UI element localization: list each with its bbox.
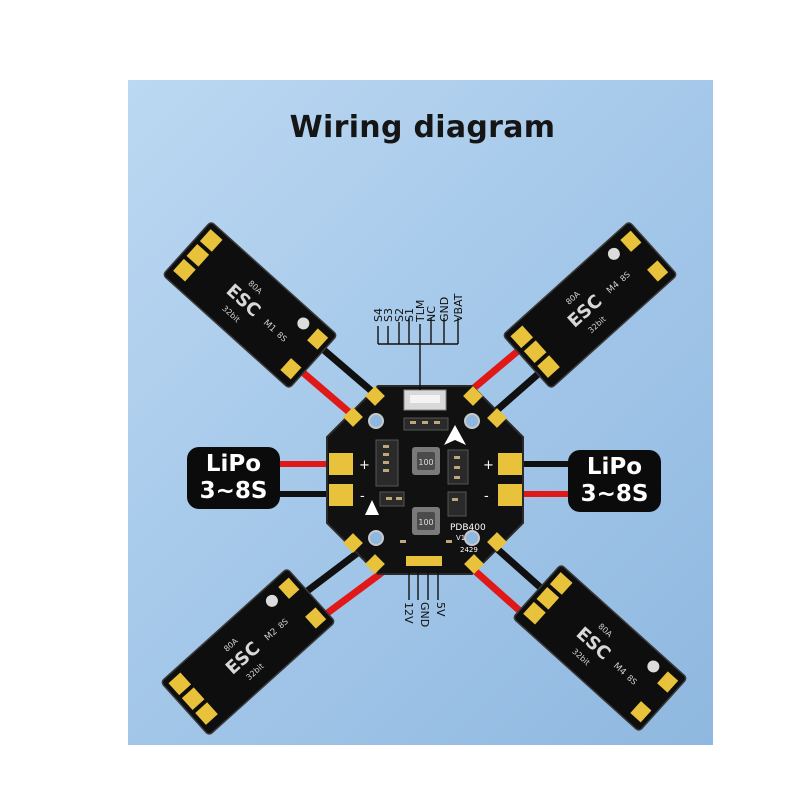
motor-pad — [549, 572, 573, 595]
motor-pad — [537, 355, 560, 378]
lipo-battery-right: LiPo 3~8S — [568, 450, 661, 512]
pad-sign-plus: + — [359, 458, 370, 473]
motor-pad — [523, 601, 546, 625]
bottom-pin-lines — [408, 566, 439, 600]
svg-text:100: 100 — [418, 518, 433, 527]
top-pin-lines — [377, 318, 459, 390]
battery-pad-right-minus — [498, 484, 522, 506]
bottom-pads — [406, 556, 442, 566]
motor-pad — [195, 702, 218, 725]
battery-pad-left-minus — [329, 484, 353, 506]
motor-pad — [181, 687, 205, 710]
motor-pad — [523, 340, 547, 363]
mount-hole — [368, 413, 384, 429]
pad-sign-plus: + — [483, 458, 494, 473]
motor-pad — [186, 244, 210, 267]
board-model: PDB400 — [450, 523, 486, 533]
battery-pad-left-plus — [329, 453, 353, 475]
motor-pad — [510, 325, 534, 349]
arrow-logo — [444, 425, 466, 445]
board-version: V1 — [456, 534, 465, 542]
mount-hole — [464, 413, 480, 429]
motor-pad — [173, 258, 196, 282]
bottom-pin-label: 5V — [434, 602, 447, 617]
page-title: Wiring diagram — [289, 110, 556, 145]
lipo-battery-left: LiPo 3~8S — [187, 447, 280, 509]
top-pin-label: S1 — [403, 308, 416, 322]
bottom-pin-label: 12V — [402, 602, 415, 624]
mount-hole — [368, 530, 384, 546]
board-code: 2429 — [460, 546, 478, 554]
top-pin-label: S4 — [372, 308, 385, 322]
top-pin-label: TLM — [414, 300, 427, 323]
pdb-board: + - + - 100 100 — [326, 385, 524, 575]
lipo-label: LiPo — [205, 451, 262, 477]
bottom-pin-label: GND — [418, 602, 431, 627]
svg-text:100: 100 — [418, 458, 433, 467]
motor-pad — [199, 229, 223, 252]
top-pin-label: VBAT — [452, 293, 465, 322]
pad-sign-minus: - — [484, 489, 489, 504]
lipo-cells: 3~8S — [199, 478, 268, 504]
motor-pad — [536, 587, 560, 610]
mount-hole — [464, 530, 480, 546]
top-pin-label: NC — [425, 306, 438, 322]
top-pin-label: S3 — [382, 308, 395, 322]
pad-sign-minus: - — [360, 489, 365, 504]
motor-pad — [168, 672, 192, 696]
battery-pad-right-plus — [498, 453, 522, 475]
top-pin-label: GND — [438, 297, 451, 322]
lipo-cells: 3~8S — [580, 481, 649, 507]
top-pin-label: S2 — [393, 308, 406, 322]
lipo-label: LiPo — [586, 454, 643, 480]
battery-wires — [280, 461, 570, 497]
